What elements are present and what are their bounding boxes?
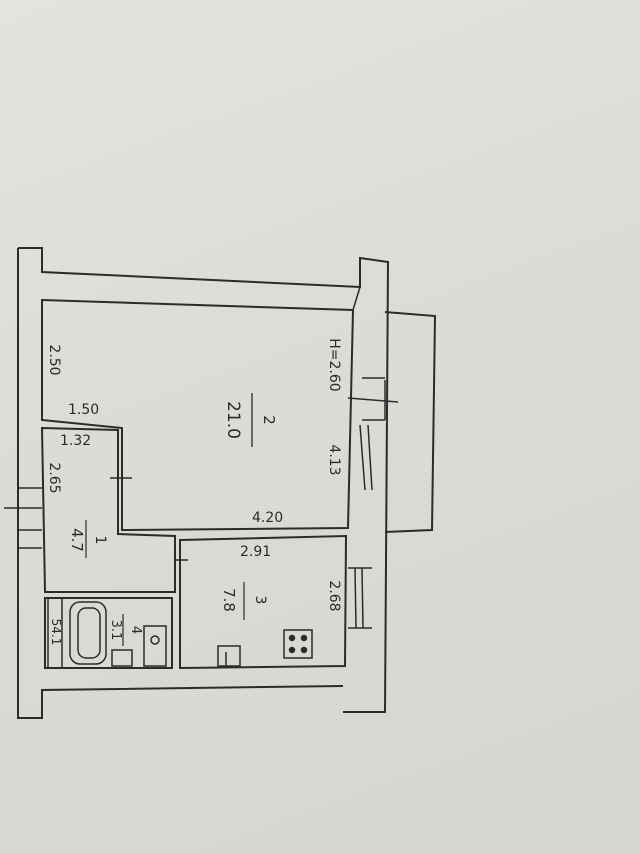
kitchen-fixtures xyxy=(217,629,313,667)
kitchen-outline xyxy=(179,534,348,670)
outer-wall-left xyxy=(17,248,344,719)
living-room-depth: 4.13 xyxy=(326,444,342,475)
sink-icon xyxy=(143,625,167,667)
outer-wall-top xyxy=(18,247,390,713)
balcony-outline xyxy=(384,311,437,533)
niche-width: 1.50 xyxy=(68,402,99,418)
bathroom-fixtures xyxy=(47,598,167,668)
stove-icon xyxy=(283,629,313,659)
bathtub-icon xyxy=(69,601,107,665)
wall-details xyxy=(4,286,399,629)
kitchen-sink-icon xyxy=(217,645,241,667)
kitchen-number: 3 xyxy=(252,596,268,605)
living-room-area: 21.0 xyxy=(223,401,243,439)
kitchen-area: 7.8 xyxy=(220,588,238,612)
living-room-number: 2 xyxy=(260,415,278,425)
bathroom-area: 3.1 xyxy=(108,620,123,641)
bathroom-number: 4 xyxy=(128,626,143,634)
toilet-icon xyxy=(111,649,133,667)
bathroom-code: 54.1 xyxy=(49,619,63,646)
kitchen-width: 2.91 xyxy=(240,544,271,560)
bathroom-outline xyxy=(44,597,173,669)
niche-depth: 2.50 xyxy=(46,344,62,375)
hallway-number: 1 xyxy=(92,536,108,545)
hallway-width: 1.32 xyxy=(60,433,91,449)
hallway-outline xyxy=(40,426,176,593)
living-room-width: 4.20 xyxy=(252,510,283,526)
hallway-length: 2.65 xyxy=(46,462,62,493)
bathtub-inner-icon xyxy=(77,607,101,659)
walls xyxy=(17,247,437,719)
hallway-area: 4.7 xyxy=(68,528,86,552)
kitchen-depth: 2.68 xyxy=(326,580,342,611)
ceiling-height: H=2.60 xyxy=(326,338,342,391)
